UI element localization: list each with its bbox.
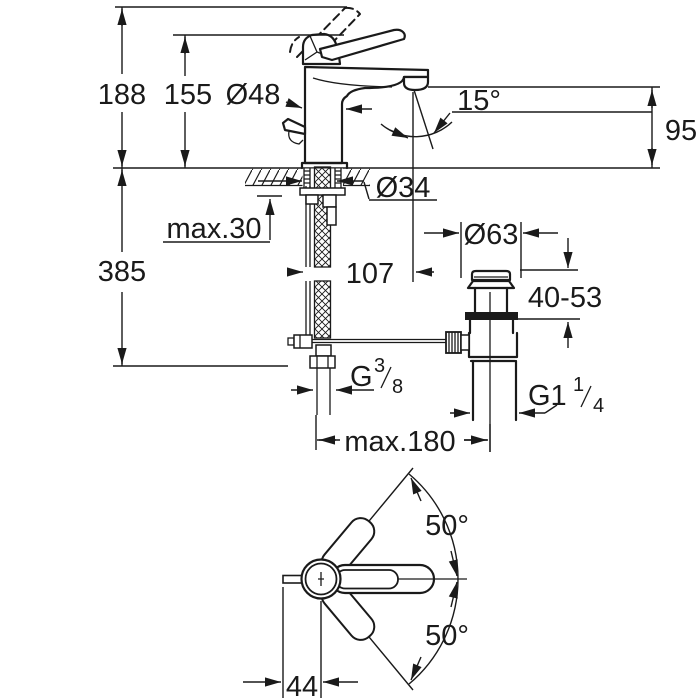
- waste-seal: [465, 312, 518, 320]
- supply-pipe: [316, 368, 331, 415]
- ext-lines-4053: [518, 269, 580, 320]
- rod-clamp: [293, 334, 313, 349]
- label-supply-thread: G 3 8: [350, 355, 403, 398]
- label-spout-height: 95: [665, 115, 697, 147]
- label-overall-height: 188: [98, 79, 146, 111]
- label-deck-thickness: max.30: [166, 213, 261, 245]
- label-swing-lower: 50°: [425, 620, 469, 652]
- handle-lever: [318, 28, 406, 62]
- faucet-side-view: [281, 6, 434, 170]
- lever-raised-dashed: [289, 6, 361, 64]
- ext-lines-44: [282, 587, 322, 698]
- waste-flange: [466, 279, 516, 290]
- pop-up-linkage-rod: [312, 338, 446, 344]
- label-g114-prefix: G1: [528, 380, 567, 412]
- aerator: [402, 75, 430, 92]
- dimension-labels: 188 155 Ø48 15° 95 Ø34 max.30 385 107 Ø6…: [98, 79, 697, 700]
- label-rod-length: max.180: [344, 426, 455, 458]
- label-waste-diameter: Ø63: [464, 219, 519, 251]
- ext-lines-o63: [460, 222, 522, 278]
- label-g38-denominator: 8: [392, 376, 403, 398]
- waste-tailpipe: [471, 359, 518, 422]
- mounting-washer: [299, 187, 346, 196]
- water-stream-line: [413, 89, 434, 150]
- body-top-view-inner: [304, 562, 338, 596]
- g38-fraction-slash: [380, 366, 392, 389]
- label-swing-upper: 50°: [425, 510, 469, 542]
- adjuster-collar: [460, 334, 470, 351]
- pop-up-waste-assembly: [445, 269, 519, 452]
- swing-arc: [408, 473, 459, 685]
- supply-hose-lower: [313, 280, 332, 339]
- supply-nut-facets: [316, 356, 329, 368]
- adjuster-knob: [445, 331, 462, 354]
- supply-nut: [309, 355, 336, 369]
- pop-up-rod: [305, 186, 311, 336]
- label-g38-prefix: G: [350, 361, 373, 393]
- g114-fraction-slash: [580, 385, 592, 408]
- rod-end-tip: [287, 337, 295, 346]
- waste-neck: [473, 286, 509, 314]
- mounting-nut: [305, 194, 319, 205]
- shank-walls: [303, 168, 342, 188]
- waste-body-upper: [468, 318, 515, 335]
- label-total-depth: 385: [98, 256, 146, 288]
- pop-up-knob: [281, 117, 307, 136]
- label-lever-offset: 44: [286, 671, 318, 700]
- mounting-bracket: [322, 194, 337, 208]
- top-view: [243, 467, 467, 698]
- pop-up-knob-curve: [288, 130, 304, 145]
- label-g114-numerator: 1: [573, 374, 584, 396]
- label-hole-diameter: Ø34: [376, 172, 431, 204]
- label-lever-height: 155: [164, 79, 212, 111]
- spout-contour-line: [312, 77, 393, 88]
- center-mark: [318, 572, 324, 586]
- hose-fitting: [315, 344, 332, 357]
- label-g114-denominator: 4: [593, 395, 604, 417]
- under-counter-assembly: [287, 166, 446, 415]
- label-g38-numerator: 3: [374, 355, 385, 377]
- mounting-hook: [326, 206, 337, 226]
- label-spout-reach: 107: [346, 258, 394, 290]
- label-body-diameter: Ø48: [226, 79, 281, 111]
- leader-shelf-o34: [363, 181, 437, 201]
- leader-shelf-max30: [163, 195, 282, 243]
- leader-g114: [544, 404, 558, 414]
- waste-tee-body: [467, 331, 519, 363]
- label-clamp-range: 40-53: [528, 282, 602, 314]
- label-stream-angle: 15°: [457, 85, 501, 117]
- label-waste-thread: G1 1 4: [528, 374, 604, 417]
- waste-plug: [470, 269, 512, 282]
- dim-line-max180: [315, 415, 491, 452]
- dimension-lines: [113, 6, 660, 452]
- adjuster-knurling: [448, 332, 459, 353]
- base-plate: [300, 161, 349, 170]
